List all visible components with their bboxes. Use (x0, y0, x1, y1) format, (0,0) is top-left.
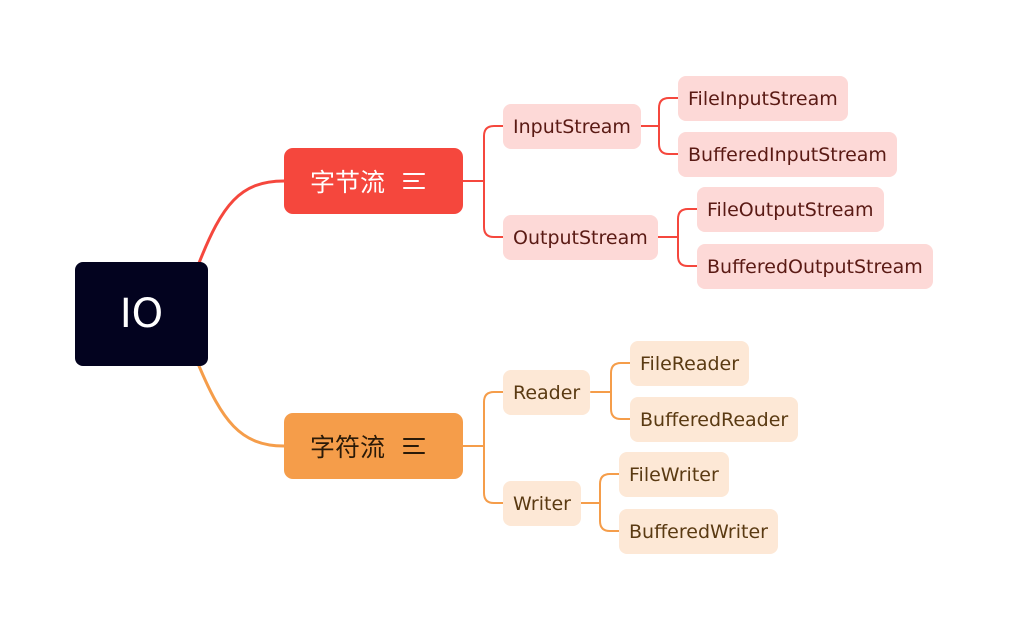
node-label: BufferedInputStream (688, 143, 887, 166)
connector-byte-input (483, 125, 504, 182)
connector-char-writer (483, 445, 504, 504)
node-label: FileOutputStream (707, 198, 874, 221)
file-input-stream-node[interactable]: FileInputStream (678, 76, 848, 121)
root-node[interactable]: IO (75, 262, 208, 366)
char-stream-node[interactable]: 字符流 (284, 413, 463, 479)
connector-input-file (658, 97, 679, 127)
connector-reader-file (610, 362, 631, 393)
node-label: InputStream (513, 115, 631, 138)
connector-output-buffered (677, 236, 698, 267)
node-label: FileReader (640, 352, 740, 375)
connector-writer-buffered (599, 502, 620, 532)
buffered-input-stream-node[interactable]: BufferedInputStream (678, 132, 897, 177)
buffered-reader-node[interactable]: BufferedReader (630, 397, 799, 442)
char-stream-label: 字符流 (310, 433, 386, 462)
node-label: FileWriter (629, 463, 719, 486)
input-stream-node[interactable]: InputStream (503, 104, 641, 149)
file-output-stream-node[interactable]: FileOutputStream (697, 187, 884, 232)
buffered-writer-node[interactable]: BufferedWriter (619, 509, 778, 554)
connector-root-byte (197, 179, 286, 265)
node-label: Reader (513, 381, 581, 404)
file-writer-node[interactable]: FileWriter (619, 452, 729, 497)
node-label: BufferedWriter (629, 520, 768, 543)
file-reader-node[interactable]: FileReader (630, 341, 750, 386)
output-stream-node[interactable]: OutputStream (503, 215, 658, 260)
connector-char-reader (483, 391, 504, 447)
connector-root-char (197, 364, 286, 448)
notes-lines-icon[interactable] (403, 173, 426, 189)
connector-writer-file (599, 473, 620, 504)
node-label: OutputStream (513, 226, 648, 249)
node-label: FileInputStream (688, 87, 838, 110)
byte-stream-node[interactable]: 字节流 (284, 148, 463, 214)
writer-node[interactable]: Writer (503, 481, 581, 526)
connector-input-buffered (658, 125, 679, 155)
node-label: BufferedOutputStream (707, 255, 923, 278)
buffered-output-stream-node[interactable]: BufferedOutputStream (697, 244, 933, 289)
node-label: BufferedReader (640, 408, 789, 431)
notes-lines-icon[interactable] (403, 438, 426, 454)
connector-reader-buffered (610, 391, 631, 420)
connector-byte-output (483, 180, 504, 238)
root-label: IO (119, 291, 164, 337)
byte-stream-label: 字节流 (310, 168, 386, 197)
connector-output-file (677, 208, 698, 238)
node-label: Writer (513, 492, 571, 515)
reader-node[interactable]: Reader (503, 370, 591, 415)
